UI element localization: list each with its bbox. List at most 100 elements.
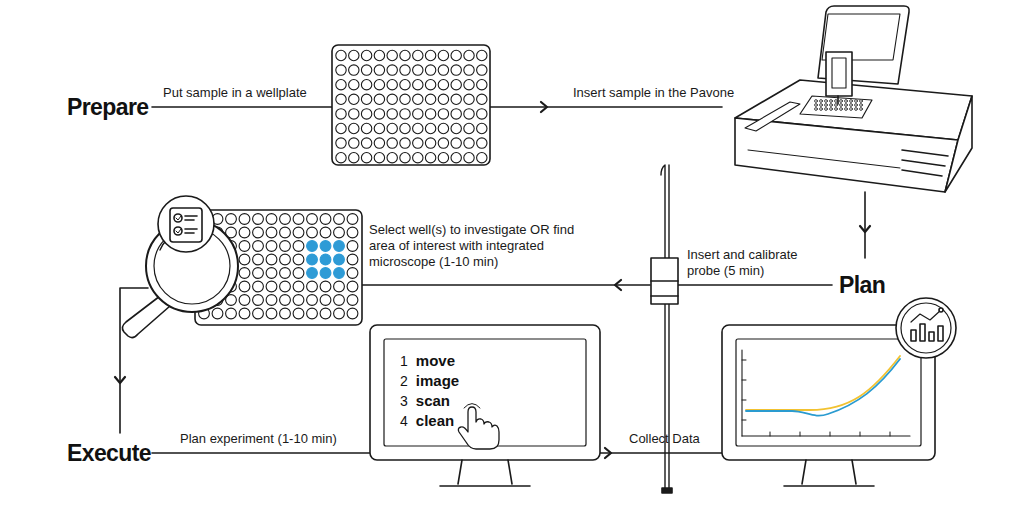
well <box>438 65 448 75</box>
arrow-head <box>541 102 547 112</box>
step-label: Select well(s) to investigate OR find ar… <box>369 222 591 270</box>
well <box>266 214 277 225</box>
stage-title: Plan <box>839 272 885 298</box>
well <box>320 241 331 252</box>
well <box>226 214 237 225</box>
well <box>253 268 264 279</box>
well <box>400 65 410 75</box>
well <box>239 227 250 238</box>
well <box>374 153 384 163</box>
well <box>347 295 358 306</box>
well <box>400 50 410 60</box>
well <box>212 308 223 319</box>
well <box>413 123 423 133</box>
well <box>334 295 345 306</box>
well <box>425 138 435 148</box>
well <box>840 100 843 103</box>
well <box>280 281 291 292</box>
well <box>400 109 410 119</box>
well <box>336 138 346 148</box>
well <box>438 138 448 148</box>
well <box>815 104 818 107</box>
step-number: 2 <box>400 373 408 390</box>
well <box>451 109 461 119</box>
step-label: Insert sample in the Pavone <box>573 85 734 101</box>
well <box>239 241 250 252</box>
well <box>855 104 858 107</box>
step-label: Plan experiment (1-10 min) <box>180 431 337 447</box>
well <box>349 94 359 104</box>
well <box>820 108 823 111</box>
well <box>425 109 435 119</box>
well <box>374 109 384 119</box>
well <box>840 108 843 111</box>
well <box>293 281 304 292</box>
command-word: move <box>416 352 459 369</box>
well <box>361 123 371 133</box>
well <box>293 268 304 279</box>
well <box>464 138 474 148</box>
well <box>307 268 318 279</box>
well <box>451 123 461 133</box>
well <box>253 295 264 306</box>
well <box>347 214 358 225</box>
well <box>464 153 474 163</box>
well <box>464 50 474 60</box>
well <box>477 138 487 148</box>
well <box>477 153 487 163</box>
well <box>425 65 435 75</box>
well <box>425 80 435 90</box>
well <box>374 65 384 75</box>
step-number: 3 <box>400 393 408 410</box>
well <box>438 109 448 119</box>
well <box>400 80 410 90</box>
well <box>451 94 461 104</box>
well <box>438 123 448 133</box>
well <box>374 138 384 148</box>
monitor <box>722 325 935 486</box>
well <box>438 50 448 60</box>
well <box>438 94 448 104</box>
well <box>307 214 318 225</box>
well <box>334 281 345 292</box>
well <box>860 100 863 103</box>
checklist-icon <box>158 196 214 252</box>
well <box>451 80 461 90</box>
well <box>253 241 264 252</box>
command-list: 1move2image3scan4clean <box>396 348 463 434</box>
well <box>320 214 331 225</box>
well <box>413 138 423 148</box>
well <box>835 108 838 111</box>
well <box>239 295 250 306</box>
well <box>850 100 853 103</box>
well <box>307 241 318 252</box>
well <box>451 153 461 163</box>
well <box>464 65 474 75</box>
well <box>334 268 345 279</box>
well <box>280 308 291 319</box>
well <box>361 94 371 104</box>
well <box>464 123 474 133</box>
well <box>845 104 848 107</box>
well <box>387 123 397 133</box>
well <box>293 254 304 265</box>
well <box>253 281 264 292</box>
arrow-head <box>615 280 621 290</box>
well <box>464 80 474 90</box>
wellplate <box>332 45 490 165</box>
well <box>400 123 410 133</box>
well <box>477 50 487 60</box>
well <box>477 109 487 119</box>
well <box>226 308 237 319</box>
well <box>347 254 358 265</box>
well <box>477 80 487 90</box>
well <box>860 104 863 107</box>
pavone-instrument <box>735 6 972 192</box>
flow-line <box>600 452 722 454</box>
well <box>387 109 397 119</box>
well <box>855 100 858 103</box>
well <box>239 268 250 279</box>
well <box>830 104 833 107</box>
well <box>845 108 848 111</box>
well <box>387 80 397 90</box>
